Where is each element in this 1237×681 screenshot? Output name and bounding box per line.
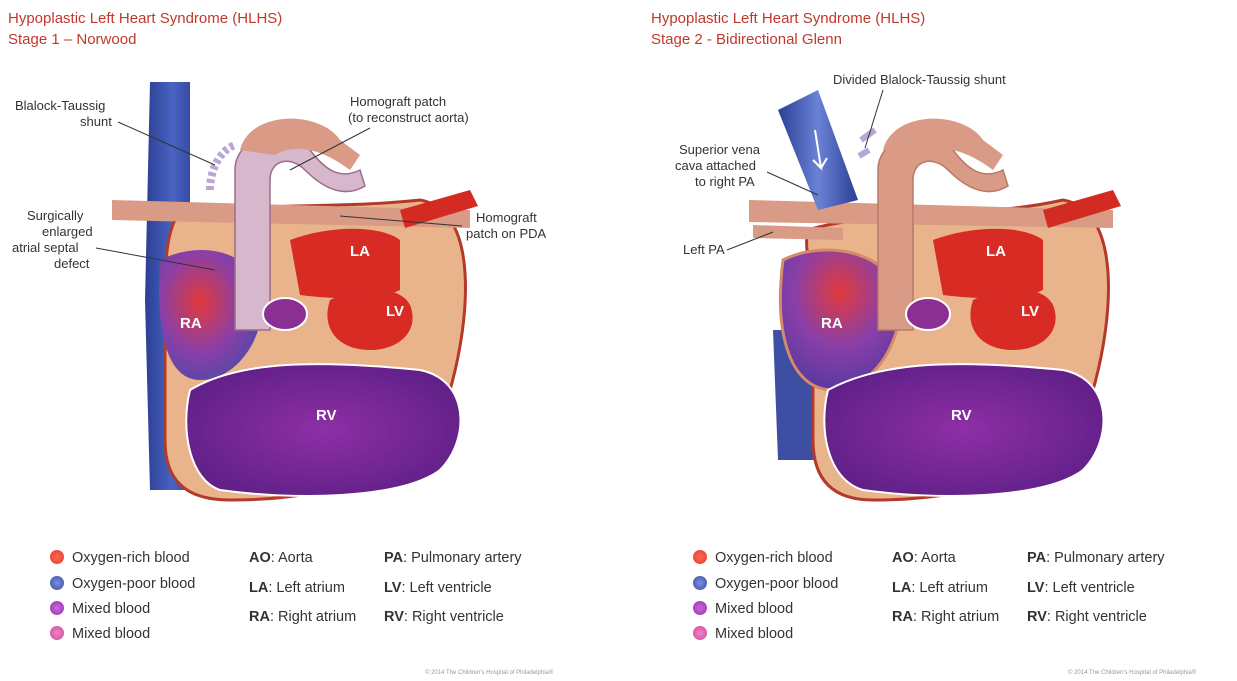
neo-aortic-valve — [906, 298, 950, 330]
callout-asd-1: Surgically — [27, 208, 84, 223]
abbr-ra: RA: Right atrium — [249, 607, 356, 627]
abbr-pa: PA: Pulmonary artery — [384, 548, 522, 568]
callout-pda-2: patch on PDA — [466, 226, 547, 241]
panel-subtitle: Stage 2 - Bidirectional Glenn — [651, 29, 842, 50]
copyright: © 2014 The Children's Hospital of Philad… — [1068, 670, 1196, 676]
abbr-rv: RV: Right ventricle — [384, 607, 504, 627]
oxygen-poor-dot — [50, 576, 64, 590]
legend-item: Oxygen-poor blood — [693, 574, 838, 594]
panel-subtitle: Stage 1 – Norwood — [8, 29, 136, 50]
panel-stage-2: Hypoplastic Left Heart Syndrome (HLHS) S… — [643, 0, 1237, 681]
label-ra: RA — [821, 315, 843, 332]
neo-aortic-valve — [263, 298, 307, 330]
legend-item: Mixed blood — [50, 624, 150, 644]
callout-bt-shunt-2: shunt — [80, 114, 112, 129]
callout-asd-3: atrial septal — [12, 240, 79, 255]
oxygen-rich-dot — [50, 550, 64, 564]
callout-pda-1: Homograft — [476, 210, 537, 225]
label-rv: RV — [316, 407, 337, 424]
abbr-la: LA: Left atrium — [892, 578, 988, 598]
mixed-dot-2 — [693, 626, 707, 640]
leader-left-pa — [727, 232, 773, 250]
right-ventricle — [186, 364, 460, 496]
callout-homograft-2: (to reconstruct aorta) — [348, 110, 469, 125]
left-atrium — [290, 229, 400, 299]
callout-bt-shunt-1: Blalock-Taussig — [15, 98, 105, 113]
left-ventricle — [970, 289, 1055, 350]
right-ventricle — [824, 364, 1103, 496]
label-lv: LV — [1021, 303, 1039, 320]
label-rv: RV — [951, 407, 972, 424]
legend-item: Oxygen-poor blood — [50, 574, 195, 594]
legend-item: Mixed blood — [693, 599, 793, 619]
abbr-ao: AO: Aorta — [249, 548, 313, 568]
legend-item: Oxygen-rich blood — [693, 548, 833, 568]
legend: Oxygen-rich blood Oxygen-poor blood Mixe… — [50, 548, 610, 648]
callout-svc-1: Superior vena — [679, 142, 761, 157]
callout-svc-2: cava attached — [675, 158, 756, 173]
abbr-la: LA: Left atrium — [249, 578, 345, 598]
label-la: LA — [350, 243, 370, 260]
panel-stage-1: Hypoplastic Left Heart Syndrome (HLHS) S… — [0, 0, 600, 681]
callout-homograft-1: Homograft patch — [350, 94, 446, 109]
leader-divided-bt — [865, 90, 883, 148]
abbr-lv: LV: Left ventricle — [1027, 578, 1135, 598]
oxygen-rich-dot — [693, 550, 707, 564]
callout-svc-3: to right PA — [695, 174, 755, 189]
oxygen-poor-dot — [693, 576, 707, 590]
abbr-lv: LV: Left ventricle — [384, 578, 492, 598]
label-la: LA — [986, 243, 1006, 260]
mixed-dot-2 — [50, 626, 64, 640]
callout-divided-bt: Divided Blalock-Taussig shunt — [833, 72, 1006, 87]
label-ra: RA — [180, 315, 202, 332]
abbr-pa: PA: Pulmonary artery — [1027, 548, 1165, 568]
legend-item: Mixed blood — [50, 599, 150, 619]
callout-asd-2: enlarged — [42, 224, 93, 239]
legend-item: Oxygen-rich blood — [50, 548, 190, 568]
copyright: © 2014 The Children's Hospital of Philad… — [425, 670, 553, 676]
panel-title: Hypoplastic Left Heart Syndrome (HLHS) — [651, 8, 925, 29]
mixed-dot — [693, 601, 707, 615]
legend: Oxygen-rich blood Oxygen-poor blood Mixe… — [693, 548, 1237, 648]
legend-item: Mixed blood — [693, 624, 793, 644]
heart-diagram-stage-1: RA LA LV RV Blalock-Taussig shunt Homogr… — [0, 60, 600, 520]
abbr-ao: AO: Aorta — [892, 548, 956, 568]
blalock-taussig-shunt — [210, 145, 235, 190]
callout-asd-4: defect — [54, 256, 90, 271]
callout-left-pa: Left PA — [683, 242, 725, 257]
abbr-ra: RA: Right atrium — [892, 607, 999, 627]
mixed-dot — [50, 601, 64, 615]
label-lv: LV — [386, 303, 404, 320]
heart-diagram-stage-2: RA LA LV RV Divided Blalock-Taussig shun… — [643, 60, 1237, 520]
left-atrium — [933, 229, 1043, 299]
panel-title: Hypoplastic Left Heart Syndrome (HLHS) — [8, 8, 282, 29]
abbr-rv: RV: Right ventricle — [1027, 607, 1147, 627]
